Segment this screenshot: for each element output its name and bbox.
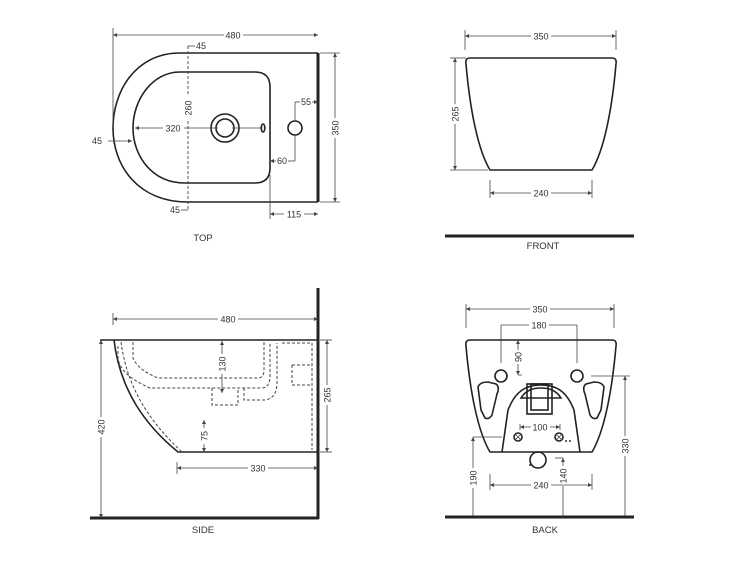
dim-side-480: 480 [220,315,235,325]
back-view: 350 180 90 330 190 140 240 100 BACK [445,304,634,536]
dim-back-330: 330 [621,438,631,453]
dim-back-180: 180 [531,321,546,331]
back-center-arch [501,384,581,453]
back-outline [465,339,617,453]
dim-front-240: 240 [533,189,548,199]
dim-top-260: 260 [184,100,194,115]
dim-top-320: 320 [165,124,180,134]
view-label-front: FRONT [527,241,560,252]
dim-back-190: 190 [469,470,479,485]
dim-back-90: 90 [514,352,524,362]
fixing-hole-left-icon [494,369,508,383]
dim-back-100: 100 [532,423,547,433]
dim-back-350: 350 [532,305,547,315]
front-outline [465,57,617,171]
dim-front-265: 265 [451,106,461,121]
view-label-top: TOP [193,233,212,244]
inlet-right-icon [554,432,564,442]
dim-top-45-bottom: 45 [170,205,180,215]
dim-top-45-left: 45 [92,136,102,146]
dim-top-55: 55 [301,97,311,107]
inlet-left-icon [513,432,523,442]
view-label-back: BACK [532,525,559,536]
dim-top-480: 480 [225,31,240,41]
fixing-hole-right-icon [570,369,584,383]
dim-back-240: 240 [533,481,548,491]
dim-top-115: 115 [287,210,301,220]
dim-top-60: 60 [277,156,287,166]
view-label-side: SIDE [192,525,214,536]
back-right-opening [582,381,605,420]
dim-side-265: 265 [323,387,333,402]
top-bowl-outline [132,71,271,184]
dim-front-350: 350 [533,32,548,42]
dim-side-420: 420 [97,419,107,434]
dim-side-75: 75 [200,431,210,441]
dim-side-130: 130 [218,356,228,371]
dim-back-140: 140 [559,468,569,483]
drain-inner-icon [215,118,235,138]
tap-hole-icon [287,120,303,136]
drain-outlet-icon [529,451,547,469]
side-outline [113,339,318,453]
dim-side-330: 330 [250,464,265,474]
top-view: 480 350 45 260 45 320 45 55 60 115 TOP [92,28,341,244]
side-view: 480 420 265 130 75 330 SIDE [90,288,333,536]
front-view: 350 265 240 FRONT [445,30,634,252]
back-left-opening [477,381,500,420]
dim-top-45-top: 45 [196,41,206,51]
dim-top-350: 350 [331,120,341,135]
